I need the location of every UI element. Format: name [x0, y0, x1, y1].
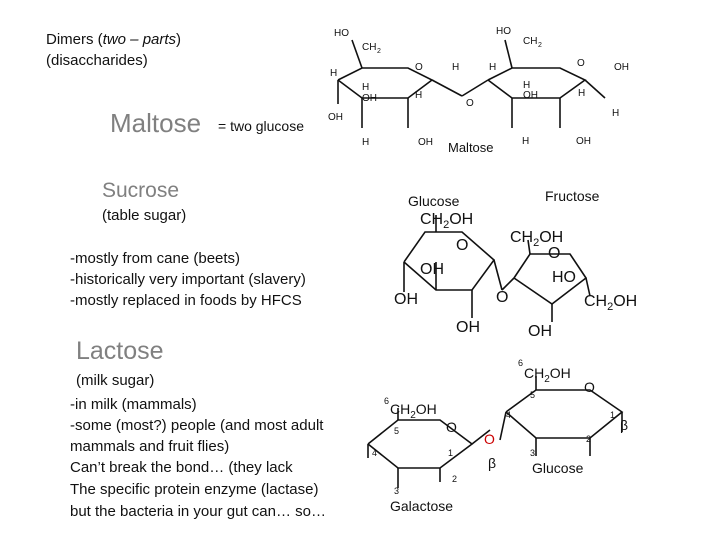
svg-text:H: H [330, 68, 337, 79]
lactose-line-3: mammals and fruit flies) [70, 438, 230, 455]
svg-text:β: β [488, 455, 496, 471]
svg-text:OH: OH [456, 319, 480, 336]
svg-text:H: H [578, 88, 585, 99]
svg-text:1: 1 [610, 410, 615, 420]
svg-text:5: 5 [530, 390, 535, 400]
lactose-line-4: Can’t break the bond… (they lack [70, 459, 293, 476]
svg-text:OH: OH [394, 291, 418, 308]
svg-text:H: H [612, 108, 619, 119]
svg-text:CH2OH: CH2OH [584, 293, 637, 313]
lactose-line-6: but the bacteria in your gut can… so… [70, 503, 326, 520]
svg-text:3: 3 [530, 448, 535, 458]
sucrose-subtitle: (table sugar) [102, 207, 187, 224]
svg-text:H: H [522, 136, 529, 147]
lactose-subtitle: (milk sugar) [76, 372, 155, 389]
sucrose-glucose-label: Glucose [408, 193, 460, 209]
svg-text:1: 1 [448, 448, 453, 458]
svg-text:CH2OH: CH2OH [420, 211, 473, 231]
maltose-subtext: = two glucose [218, 118, 304, 134]
svg-text:CH: CH [362, 42, 376, 53]
svg-text:O: O [484, 431, 495, 447]
svg-text:OH: OH [418, 137, 433, 148]
dimers-suffix: ) [176, 31, 182, 48]
svg-text:5: 5 [394, 426, 399, 436]
svg-text:OH: OH [362, 93, 377, 104]
svg-text:CH: CH [523, 36, 537, 47]
svg-text:O: O [446, 419, 457, 435]
svg-text:O: O [584, 379, 595, 395]
dimers-line-1: Dimers (two – parts) [46, 31, 181, 49]
svg-text:O: O [456, 237, 468, 254]
svg-text:O: O [415, 62, 423, 73]
sucrose-heading: Sucrose [102, 179, 180, 202]
svg-text:4: 4 [506, 410, 511, 420]
svg-text:CH2OH: CH2OH [390, 401, 437, 421]
sucrose-bullet-3: -mostly replaced in foods by HFCS [70, 292, 302, 309]
sucrose-fructose-label: Fructose [545, 188, 600, 204]
dimers-italic: two – parts [102, 31, 177, 48]
svg-text:HO: HO [334, 28, 349, 39]
svg-text:H: H [523, 80, 530, 91]
svg-text:2: 2 [586, 434, 591, 444]
svg-text:OH: OH [420, 261, 444, 278]
svg-text:2: 2 [377, 48, 381, 55]
svg-text:O: O [466, 98, 474, 109]
svg-text:β: β [620, 417, 628, 433]
svg-text:O: O [548, 245, 560, 262]
svg-text:6: 6 [518, 358, 523, 368]
svg-text:2: 2 [538, 42, 542, 49]
svg-text:HO: HO [552, 269, 576, 286]
svg-text:O: O [496, 289, 508, 306]
dimers-line-2: (disaccharides) [46, 52, 148, 69]
svg-text:6: 6 [384, 396, 389, 406]
svg-text:2: 2 [452, 474, 457, 484]
svg-text:H: H [489, 62, 496, 73]
lactose-galactose-label: Galactose [390, 498, 454, 514]
lactose-glucose-label: Glucose [532, 460, 584, 476]
svg-text:H: H [362, 137, 369, 148]
svg-text:O: O [577, 58, 585, 69]
svg-text:H: H [415, 90, 422, 101]
maltose-diagram-label: Maltose [448, 140, 494, 155]
svg-text:OH: OH [614, 62, 629, 73]
svg-text:H: H [362, 82, 369, 93]
maltose-heading: Maltose [110, 108, 202, 138]
lactose-heading: Lactose [76, 337, 164, 365]
svg-text:H: H [452, 62, 459, 73]
svg-text:OH: OH [528, 323, 552, 340]
svg-text:OH: OH [523, 90, 538, 101]
svg-text:OH: OH [576, 136, 591, 147]
dimers-prefix: Dimers ( [46, 31, 103, 48]
sucrose-bullet-2: -historically very important (slavery) [70, 271, 306, 288]
svg-text:OH: OH [328, 112, 343, 123]
lactose-line-2: -some (most?) people (and most adult [70, 417, 324, 434]
svg-text:CH2OH: CH2OH [524, 365, 571, 385]
lactose-line-5: The specific protein enzyme (lactase) [70, 481, 319, 498]
lactose-line-1: -in milk (mammals) [70, 396, 197, 413]
sucrose-bullet-1: -mostly from cane (beets) [70, 250, 241, 267]
svg-text:CH2OH: CH2OH [510, 229, 563, 249]
svg-text:HO: HO [496, 26, 511, 37]
svg-text:3: 3 [394, 486, 399, 496]
svg-text:4: 4 [372, 448, 377, 458]
